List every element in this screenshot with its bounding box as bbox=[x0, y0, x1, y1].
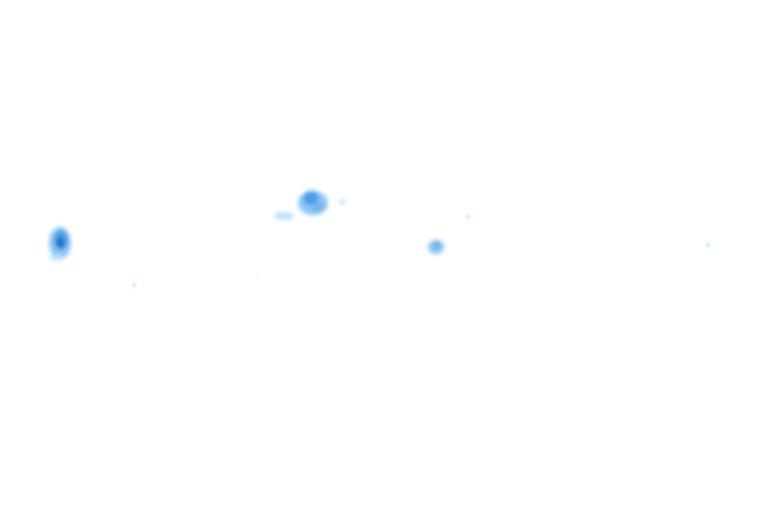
precip-cell-west bbox=[49, 227, 71, 261]
precip-cell-central bbox=[274, 191, 345, 220]
precip-specks bbox=[132, 215, 710, 288]
precip-cell-east bbox=[428, 240, 444, 254]
